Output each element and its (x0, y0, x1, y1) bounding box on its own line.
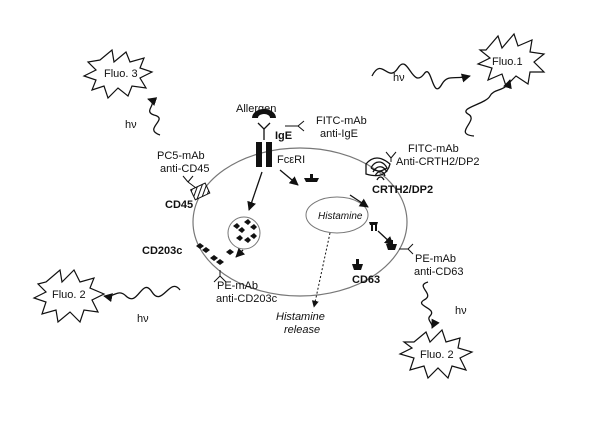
emission-wave-fluo2-bottom (421, 281, 440, 329)
histamine-label: Histamine (318, 211, 363, 222)
fluo2-bottom-burst: Fluo. 2 (398, 328, 474, 380)
fitc-ige-label-line1: FITC-mAb (316, 115, 367, 127)
arrow-to-cd63-membrane (377, 230, 394, 246)
emission-wave-crth2 (464, 79, 512, 137)
pe63-label-line2: anti-CD63 (414, 266, 464, 278)
arrow-receptor-to-vesicle (279, 169, 299, 186)
granule-icons (233, 219, 257, 243)
ige-label: IgE (275, 130, 292, 142)
fluo2-left-burst: Fluo. 2 (32, 268, 106, 324)
crth2-label: CRTH2/DP2 (372, 184, 433, 196)
histamine-release-label-line1: Histamine (276, 311, 325, 323)
arrow-receptor-to-granules (247, 171, 263, 211)
fluo2-left-label: Fluo. 2 (52, 289, 86, 301)
arrow-granules-to-cd203c (235, 247, 246, 258)
emission-wave-fluo1 (371, 63, 471, 90)
fceri-receptor-icon (256, 142, 272, 167)
emission-wave-fluo3 (147, 97, 161, 136)
hv-label-fluo3: hν (125, 119, 137, 131)
histamine-vesicle (305, 196, 369, 234)
granule-cluster (227, 216, 261, 250)
fluo1-burst: Fluo.1 (476, 32, 546, 88)
pe203-label-line2: anti-CD203c (216, 293, 278, 305)
crth2-receptor-icon (365, 157, 391, 181)
arrow-histamine-release (311, 232, 331, 308)
cd45-receptor-icon (189, 182, 211, 201)
pe63-label-line1: PE-mAb (415, 253, 456, 265)
fluo1-label: Fluo.1 (492, 56, 523, 68)
arrow-vesicle-to-cd63 (349, 194, 369, 208)
pe203-label-line1: PE-mAb (217, 280, 258, 292)
pc5-anti-cd45-antibody-icon (182, 175, 197, 189)
histamine-release-label-line2: release (284, 324, 320, 336)
cell-membrane (192, 147, 408, 297)
fitc-crth2-label-line1: FITC-mAb (408, 143, 459, 155)
pe-anti-cd63-antibody-icon (399, 243, 414, 255)
hv-label-fluo2-bottom: hν (455, 305, 467, 317)
fluo3-label: Fluo. 3 (104, 68, 138, 80)
emission-wave-fluo2-left (103, 285, 181, 303)
allergen-icon (252, 109, 276, 140)
fluo3-burst: Fluo. 3 (82, 48, 154, 100)
cd203c-receptor-icons (196, 243, 234, 265)
pe-anti-cd203c-antibody-icon (213, 270, 227, 283)
fitc-crth2-label-line2: Anti-CRTH2/DP2 (396, 156, 480, 168)
cd203c-label: CD203c (142, 245, 182, 257)
allergen-label: Allergen (236, 103, 276, 115)
hv-label-fluo1: hν (393, 72, 405, 84)
fluo2-bottom-label: Fluo. 2 (420, 349, 454, 361)
fitc-ige-label-line2: anti-IgE (320, 128, 358, 140)
pc5-label-line2: anti-CD45 (160, 163, 210, 175)
cd45-label: CD45 (165, 199, 193, 211)
fitc-anti-ige-antibody-icon (285, 120, 305, 132)
cd63-label: CD63 (352, 274, 380, 286)
fceri-label: FcεRI (277, 154, 305, 166)
pc5-label-line1: PC5-mAb (157, 150, 205, 162)
fitc-anti-crth2-antibody-icon (385, 151, 397, 162)
hv-label-fluo2-left: hν (137, 313, 149, 325)
